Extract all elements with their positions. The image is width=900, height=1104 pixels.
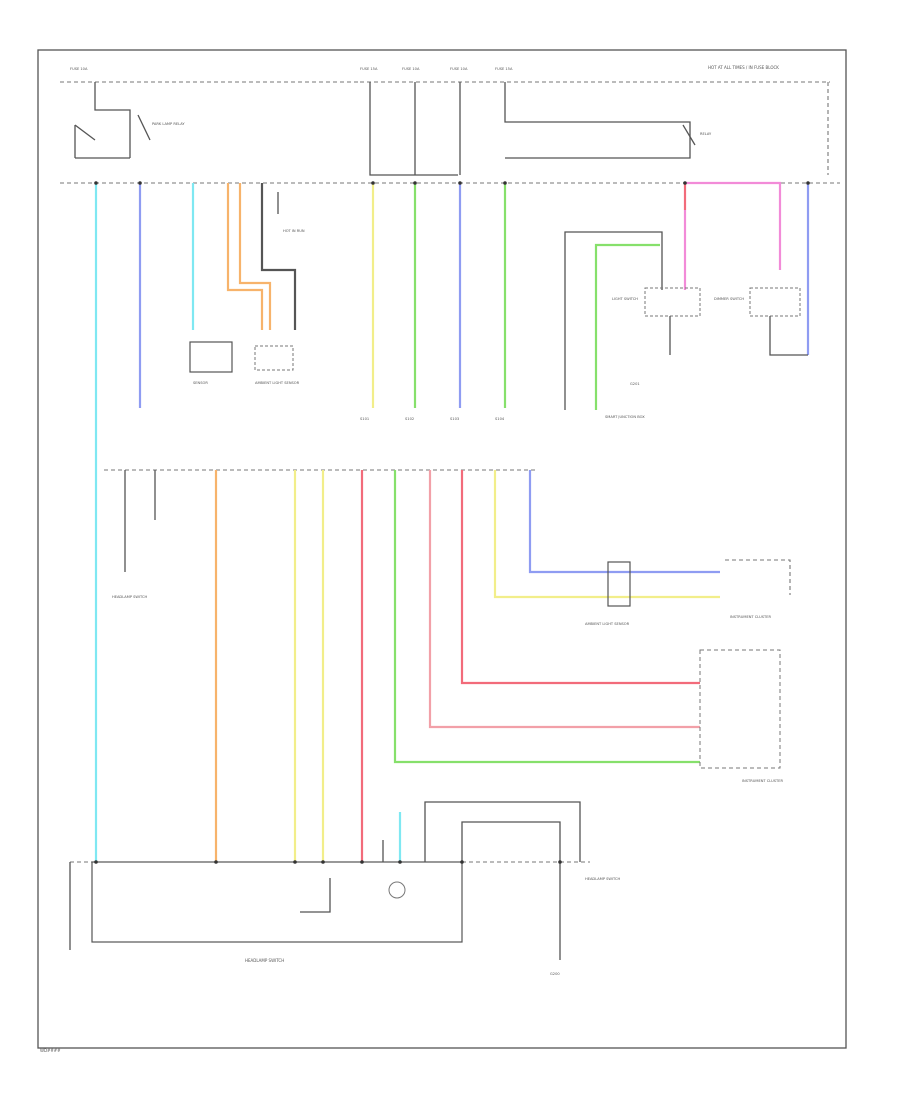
right-switch-b-label: DIMMER SWITCH bbox=[714, 297, 744, 301]
bottom-loop bbox=[424, 801, 581, 862]
wire-yellow-cluster bbox=[493, 470, 720, 599]
mid-lbl-4: S104 bbox=[495, 417, 505, 421]
cluster-a-outline bbox=[725, 559, 791, 595]
ground-stub-b bbox=[769, 316, 808, 356]
fuse-label-5: FUSE 15A bbox=[495, 67, 513, 71]
wire-pink-right bbox=[685, 181, 782, 270]
cluster-b-box bbox=[699, 649, 781, 769]
mid-lbl-3: S103 bbox=[450, 417, 459, 421]
sensor-left-box bbox=[189, 341, 233, 373]
ground-label: G200 bbox=[550, 972, 560, 976]
ground-note: HEADLAMP SWITCH bbox=[585, 877, 621, 881]
footer-code: WD#### bbox=[40, 1048, 61, 1053]
wire-gray-right bbox=[564, 231, 663, 410]
wire-gray-sensor bbox=[260, 183, 297, 330]
fuse-label-2: FUSE 15A bbox=[360, 67, 378, 71]
fuse-label-1: FUSE 10A bbox=[70, 67, 88, 71]
cluster-b-label: INSTRUMENT CLUSTER bbox=[742, 779, 783, 783]
middle-connector-label: AMBIENT LIGHT SENSOR bbox=[585, 622, 630, 626]
sensor-note: HOT IN RUN bbox=[283, 229, 305, 233]
middle-connector-box bbox=[607, 561, 631, 607]
wire-orange-sensor bbox=[226, 183, 264, 330]
mid-lbl-2: S102 bbox=[405, 417, 414, 421]
wire-green-right bbox=[594, 243, 660, 410]
wire-orange-sensor-2 bbox=[238, 183, 272, 330]
sensor-left-label: SENSOR bbox=[193, 381, 208, 385]
fuse-label-4: FUSE 10A bbox=[450, 67, 468, 71]
right-module-note: G201 bbox=[630, 382, 640, 386]
headlamp-switch-box bbox=[91, 861, 463, 943]
wire-red-cluster bbox=[460, 470, 700, 685]
wire-blue-cluster bbox=[528, 470, 720, 574]
sensor-right-box bbox=[254, 345, 294, 371]
cluster-a-label: INSTRUMENT CLUSTER bbox=[730, 615, 771, 619]
wire-pink-cluster bbox=[428, 470, 700, 729]
left-lower-label: HEADLAMP SWITCH bbox=[112, 595, 148, 599]
fuse-label-3: FUSE 10A bbox=[402, 67, 420, 71]
right-switch-b-box bbox=[749, 287, 801, 317]
right-module-note-2: SMART JUNCTION BOX bbox=[605, 415, 645, 419]
diagram-frame bbox=[37, 49, 847, 1049]
left-relay-label: PARK LAMP RELAY bbox=[152, 122, 185, 126]
park-lamp-relay: PARK LAMP RELAY bbox=[74, 82, 185, 159]
main-switch-label: HEADLAMP SWITCH bbox=[245, 958, 284, 963]
right-switch-a-label: LIGHT SWITCH bbox=[612, 297, 638, 301]
switch-contact bbox=[300, 878, 331, 913]
connector-dots bbox=[94, 181, 810, 864]
right-switch-a-box bbox=[644, 287, 701, 317]
header-note: HOT AT ALL TIMES / IN FUSE BLOCK bbox=[708, 65, 779, 70]
bottom-loop-2 bbox=[461, 821, 561, 945]
mid-lbl-1: S101 bbox=[360, 417, 369, 421]
wire-green-cluster bbox=[393, 470, 700, 764]
right-relay-label: RELAY bbox=[700, 132, 712, 136]
right-relay-contact bbox=[682, 124, 696, 146]
switch-indicator bbox=[388, 881, 406, 899]
fuse-drop-1 bbox=[369, 82, 458, 176]
sensor-right-label: AMBIENT LIGHT SENSOR bbox=[255, 381, 300, 385]
fuse-drop-4 bbox=[504, 82, 691, 159]
